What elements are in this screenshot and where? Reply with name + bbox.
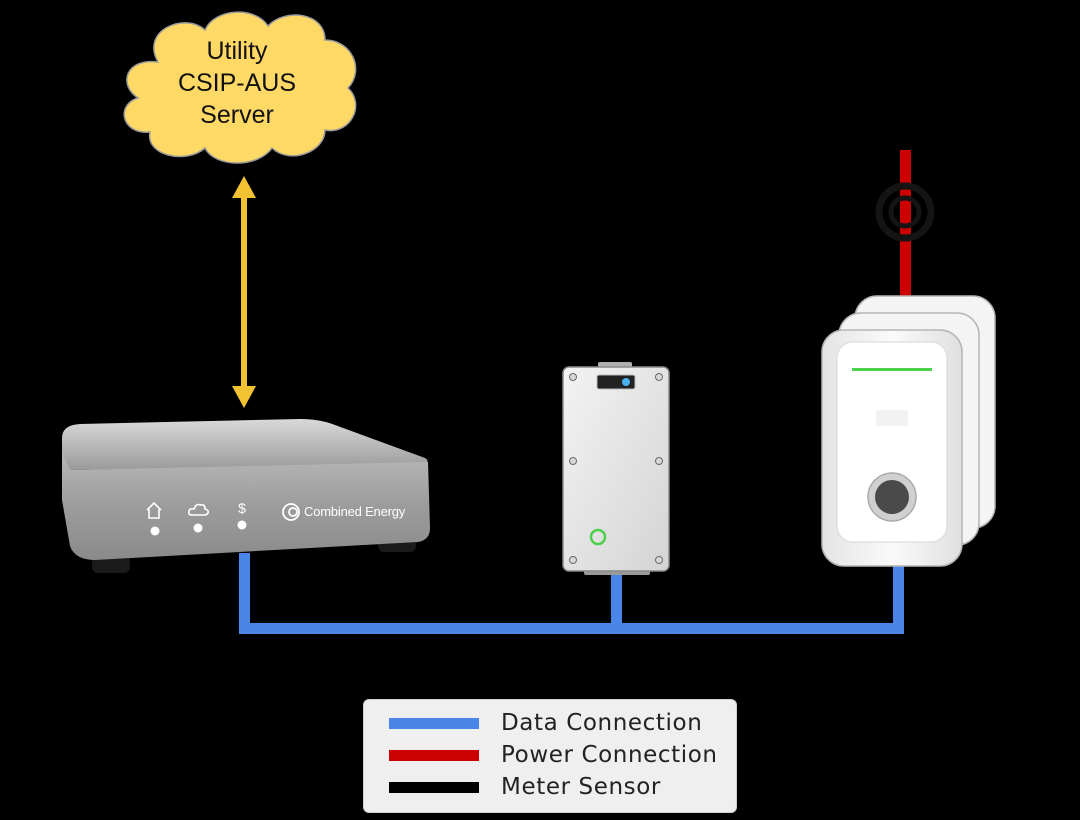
legend: Data Connection Power Connection Meter S…: [363, 699, 737, 813]
cloud-label-line-2: CSIP-AUS: [178, 69, 296, 97]
legend-swatch-meter: [389, 781, 479, 793]
gateway-brand-label: Combined Energy: [304, 504, 406, 519]
cloud-shape: [123, 11, 357, 164]
utility-server-cloud: Utility CSIP-AUS Server: [123, 11, 357, 164]
legend-label-data: Data Connection: [501, 710, 703, 736]
legend-swatch-power: [389, 749, 479, 761]
gateway-top: [62, 419, 428, 470]
legend-item-meter: Meter Sensor: [364, 771, 736, 803]
home-icon: [146, 501, 162, 519]
meter-module-screws: [569, 373, 663, 564]
status-led-home: [150, 526, 160, 536]
gateway-device: $ Combined Energy: [62, 419, 430, 573]
meter-module-body: [562, 366, 670, 572]
ev-charger-status-bar: [852, 368, 932, 371]
ev-charger-label-plate: [876, 410, 908, 426]
cloud-label-line-1: Utility: [206, 37, 268, 65]
cloud-label-line-3: Server: [200, 101, 274, 129]
legend-swatch-data: [389, 717, 479, 729]
status-led-cloud: [193, 523, 203, 533]
legend-label-power: Power Connection: [501, 742, 718, 768]
legend-item-data: Data Connection: [364, 707, 736, 739]
status-led-dollar: [237, 520, 247, 530]
data-connection-lines: [239, 553, 904, 634]
legend-label-meter: Meter Sensor: [501, 774, 661, 800]
ev-charger-stack: [821, 295, 996, 567]
legend-item-power: Power Connection: [364, 739, 736, 771]
dollar-icon: $: [238, 500, 246, 516]
meter-module-status-led: [589, 528, 607, 546]
combined-energy-logo: [282, 503, 300, 521]
cloud-icon: [188, 503, 209, 516]
meter-sensor-ring: [875, 182, 935, 242]
server-link-arrow: [232, 176, 256, 408]
meter-module-indicator: [622, 378, 630, 386]
ev-charger-front: [821, 329, 963, 567]
meter-module: [562, 362, 670, 575]
